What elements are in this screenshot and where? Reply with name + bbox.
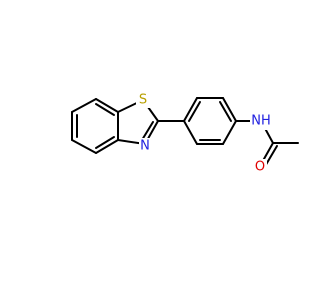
bond — [95, 136, 115, 149]
bond — [183, 97, 198, 122]
atom-label-n-thiazole: N — [140, 139, 150, 154]
bonds — [71, 97, 299, 169]
bond — [222, 97, 237, 122]
bond — [95, 103, 115, 116]
molecule-drawing: S N NH O — [71, 92, 299, 175]
bond — [188, 101, 201, 122]
bond — [222, 120, 237, 145]
bond — [71, 139, 97, 154]
structure-diagram: S N NH O — [71, 92, 299, 175]
bond — [141, 121, 154, 141]
bond — [95, 139, 119, 154]
bond — [219, 101, 232, 122]
atom-label-o-carbonyl: O — [255, 160, 265, 175]
bond — [95, 98, 119, 113]
atom-label-nh: NH — [251, 114, 271, 129]
atom-label-s: S — [139, 93, 147, 108]
bond — [183, 120, 198, 145]
atom-labels: S N NH O — [136, 92, 272, 175]
bond — [71, 98, 97, 113]
